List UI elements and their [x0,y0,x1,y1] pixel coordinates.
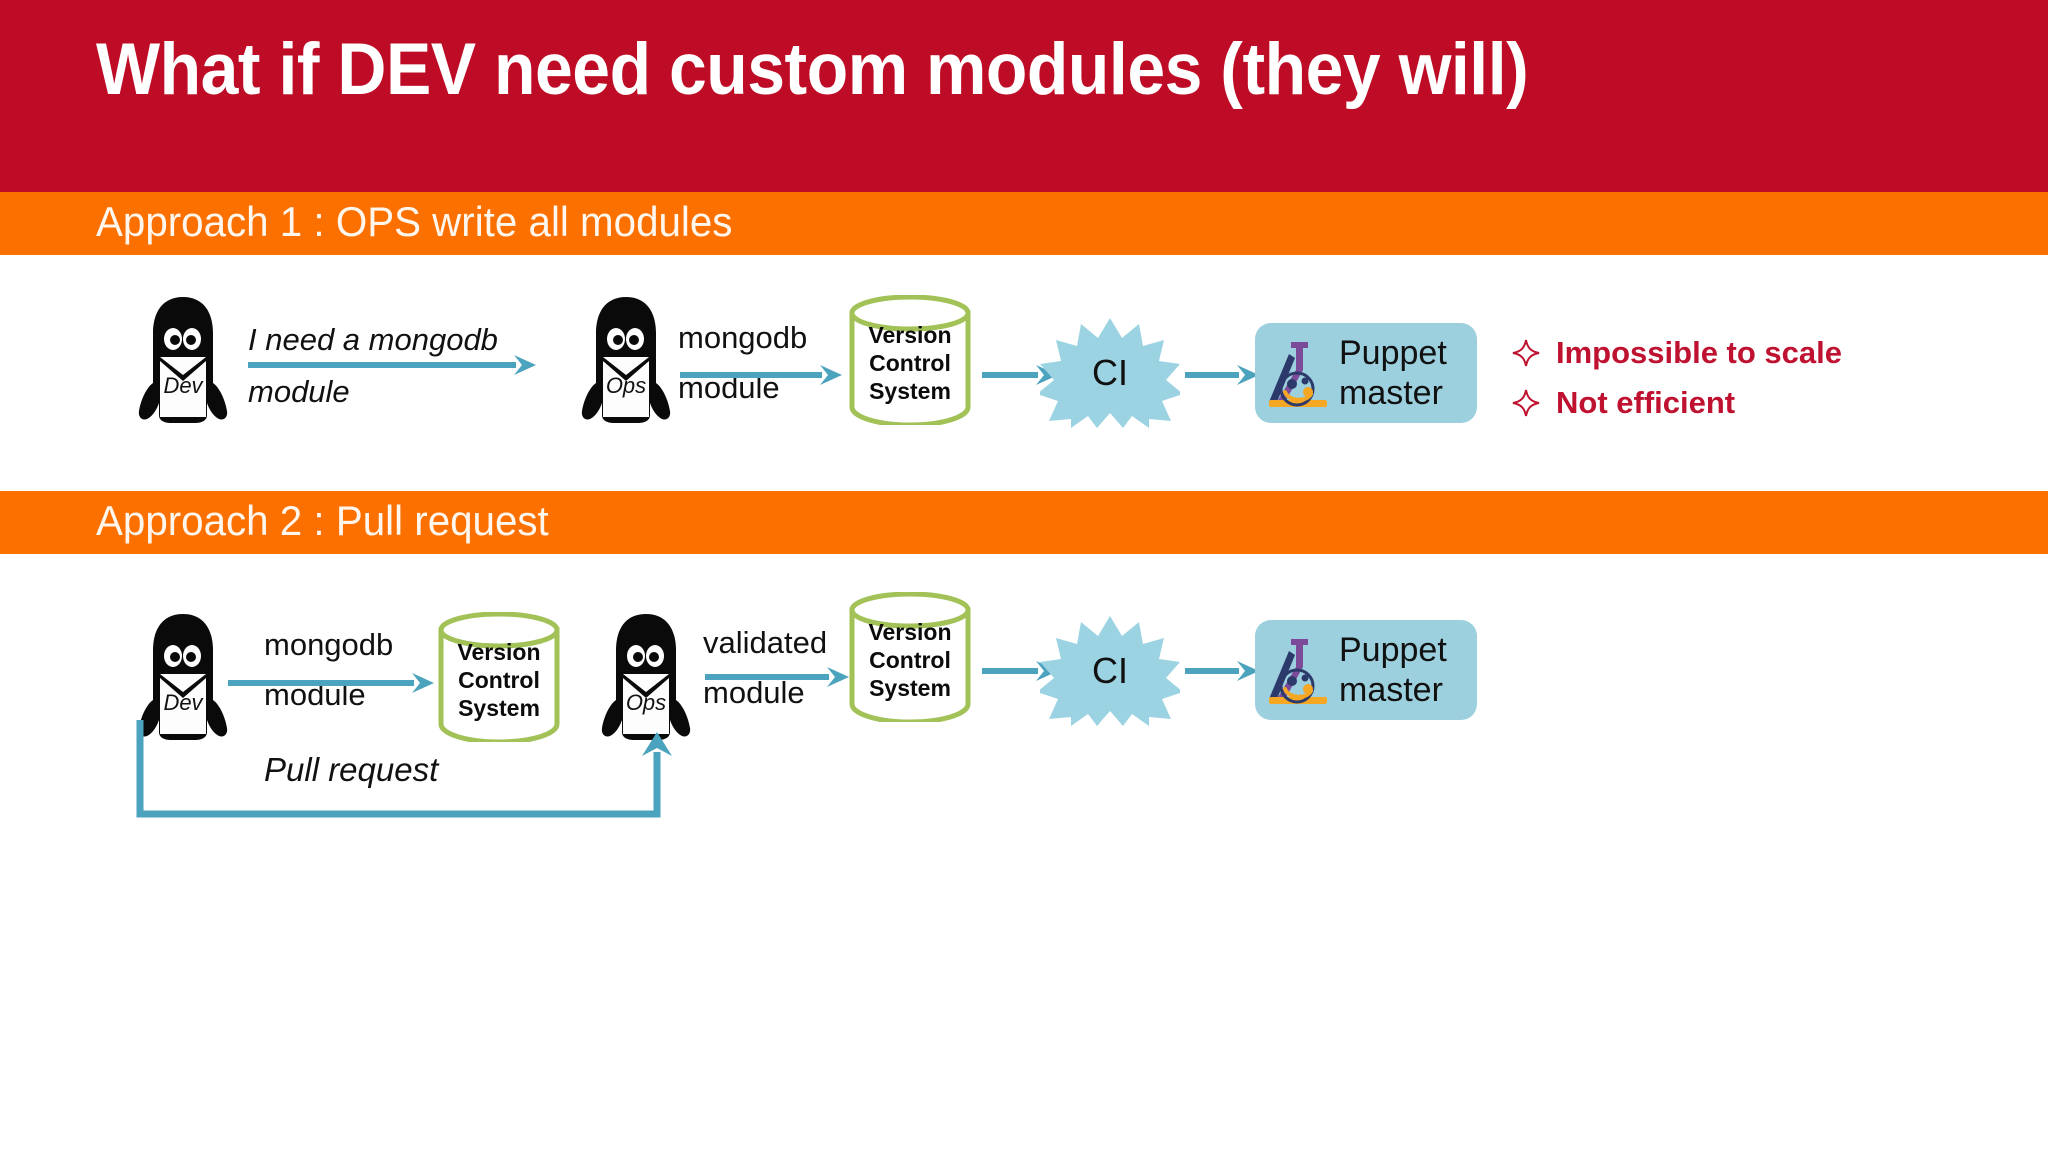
bullet-item-1: Impossible to scale [1512,328,1842,378]
arrow-pull-request [134,720,674,840]
section-band-approach-1: Approach 1 : OPS write all modules [0,192,2048,255]
cylinder-icon [849,592,971,722]
penguin-label-ops: Ops [605,373,647,398]
arrow-dev-to-vcs-row2 [228,672,436,694]
section-band-approach-2: Approach 2 : Pull request [0,491,2048,554]
ci-label-row2: CI [1092,650,1128,691]
arrow-ci-to-puppet-row1 [1185,364,1261,386]
vcs-line-2: Control [869,647,951,673]
puppet-line-1: Puppet [1339,631,1447,669]
arrow-ops-to-vcs-row2 [705,666,851,688]
page-title: What if DEV need custom modules (they wi… [96,29,1529,110]
bullet-item-2: Not efficient [1512,378,1842,428]
arrow-dev-to-ops-row1 [248,354,538,376]
arrow-vcs-to-ci-row1 [982,364,1060,386]
penguin-label-ops: Ops [625,690,667,715]
penguin-label-dev: Dev [163,690,203,715]
penguin-dev-row2: Dev [135,612,231,742]
penguin-icon [601,614,691,740]
ci-burst-row1: CI [1040,318,1180,428]
vcs-cylinder-2-row2: Version Control System [848,592,972,722]
vcs-line-1: Version [868,322,952,348]
arrow-vcs-to-ci-row2 [982,660,1060,682]
arrow-label-row1-2-line1: mongodb [678,320,808,355]
arrow-ci-to-puppet-row2 [1185,660,1261,682]
four-point-star-icon [1512,389,1540,417]
penguin-ops-row1: Ops [578,295,674,425]
arrow-label-row2-2-line1: validated [703,625,828,660]
vcs-line-1: Version [457,639,541,665]
puppet-master-row2: Puppet master [1255,620,1477,720]
vcs-cylinder-1-row2: Version Control System [437,612,561,742]
arrow-label-row2-2-line2: module [703,675,805,710]
penguin-ops-row2: Ops [598,612,694,742]
arrow-label-row2-1-line1: mongodb [264,627,394,662]
arrow-label-pull-request: Pull request [264,751,439,788]
vcs-line-3: System [869,675,951,701]
vcs-cylinder-row1: Version Control System [848,295,972,425]
penguin-icon [138,297,228,423]
vcs-label-1-row2: Version Control System [437,638,561,722]
penguin-label-dev: Dev [163,373,203,398]
penguin-icon [581,297,671,423]
puppet-master-label-row2: Puppet master [1339,630,1447,710]
vcs-line-3: System [458,695,540,721]
penguin-dev-row1: Dev [135,295,231,425]
ci-label-row1: CI [1092,352,1128,393]
arrow-label-row1-1-line1: I need a mongodb [248,322,498,357]
puppet-line-1: Puppet [1339,334,1447,372]
puppet-logo-icon [1269,342,1327,407]
section-label-approach-1: Approach 1 : OPS write all modules [96,198,733,245]
vcs-label-2-row2: Version Control System [848,618,972,702]
starburst-icon [1040,616,1180,726]
bullet-text-1: Impossible to scale [1556,335,1842,370]
section-label-approach-2: Approach 2 : Pull request [96,497,549,544]
vcs-line-3: System [869,378,951,404]
vcs-line-1: Version [868,619,952,645]
ci-burst-row2: CI [1040,616,1180,726]
vcs-line-2: Control [458,667,540,693]
penguin-icon [138,614,228,740]
vcs-line-2: Control [869,350,951,376]
cylinder-icon [849,295,971,425]
puppet-line-2: master [1339,374,1443,412]
arrow-ops-to-vcs-row1 [680,364,844,386]
bullet-list-row1: Impossible to scale Not efficient [1512,328,1842,428]
four-point-star-icon [1512,339,1540,367]
puppet-line-2: master [1339,671,1443,709]
starburst-icon [1040,318,1180,428]
vcs-label-row1: Version Control System [848,321,972,405]
puppet-master-row1: Puppet master [1255,323,1477,423]
title-band [0,0,2048,192]
cylinder-icon [438,612,560,742]
bullet-text-2: Not efficient [1556,385,1736,420]
puppet-master-label-row1: Puppet master [1339,333,1447,413]
puppet-logo-icon [1269,639,1327,704]
arrow-label-row1-1-line2: module [248,374,350,409]
